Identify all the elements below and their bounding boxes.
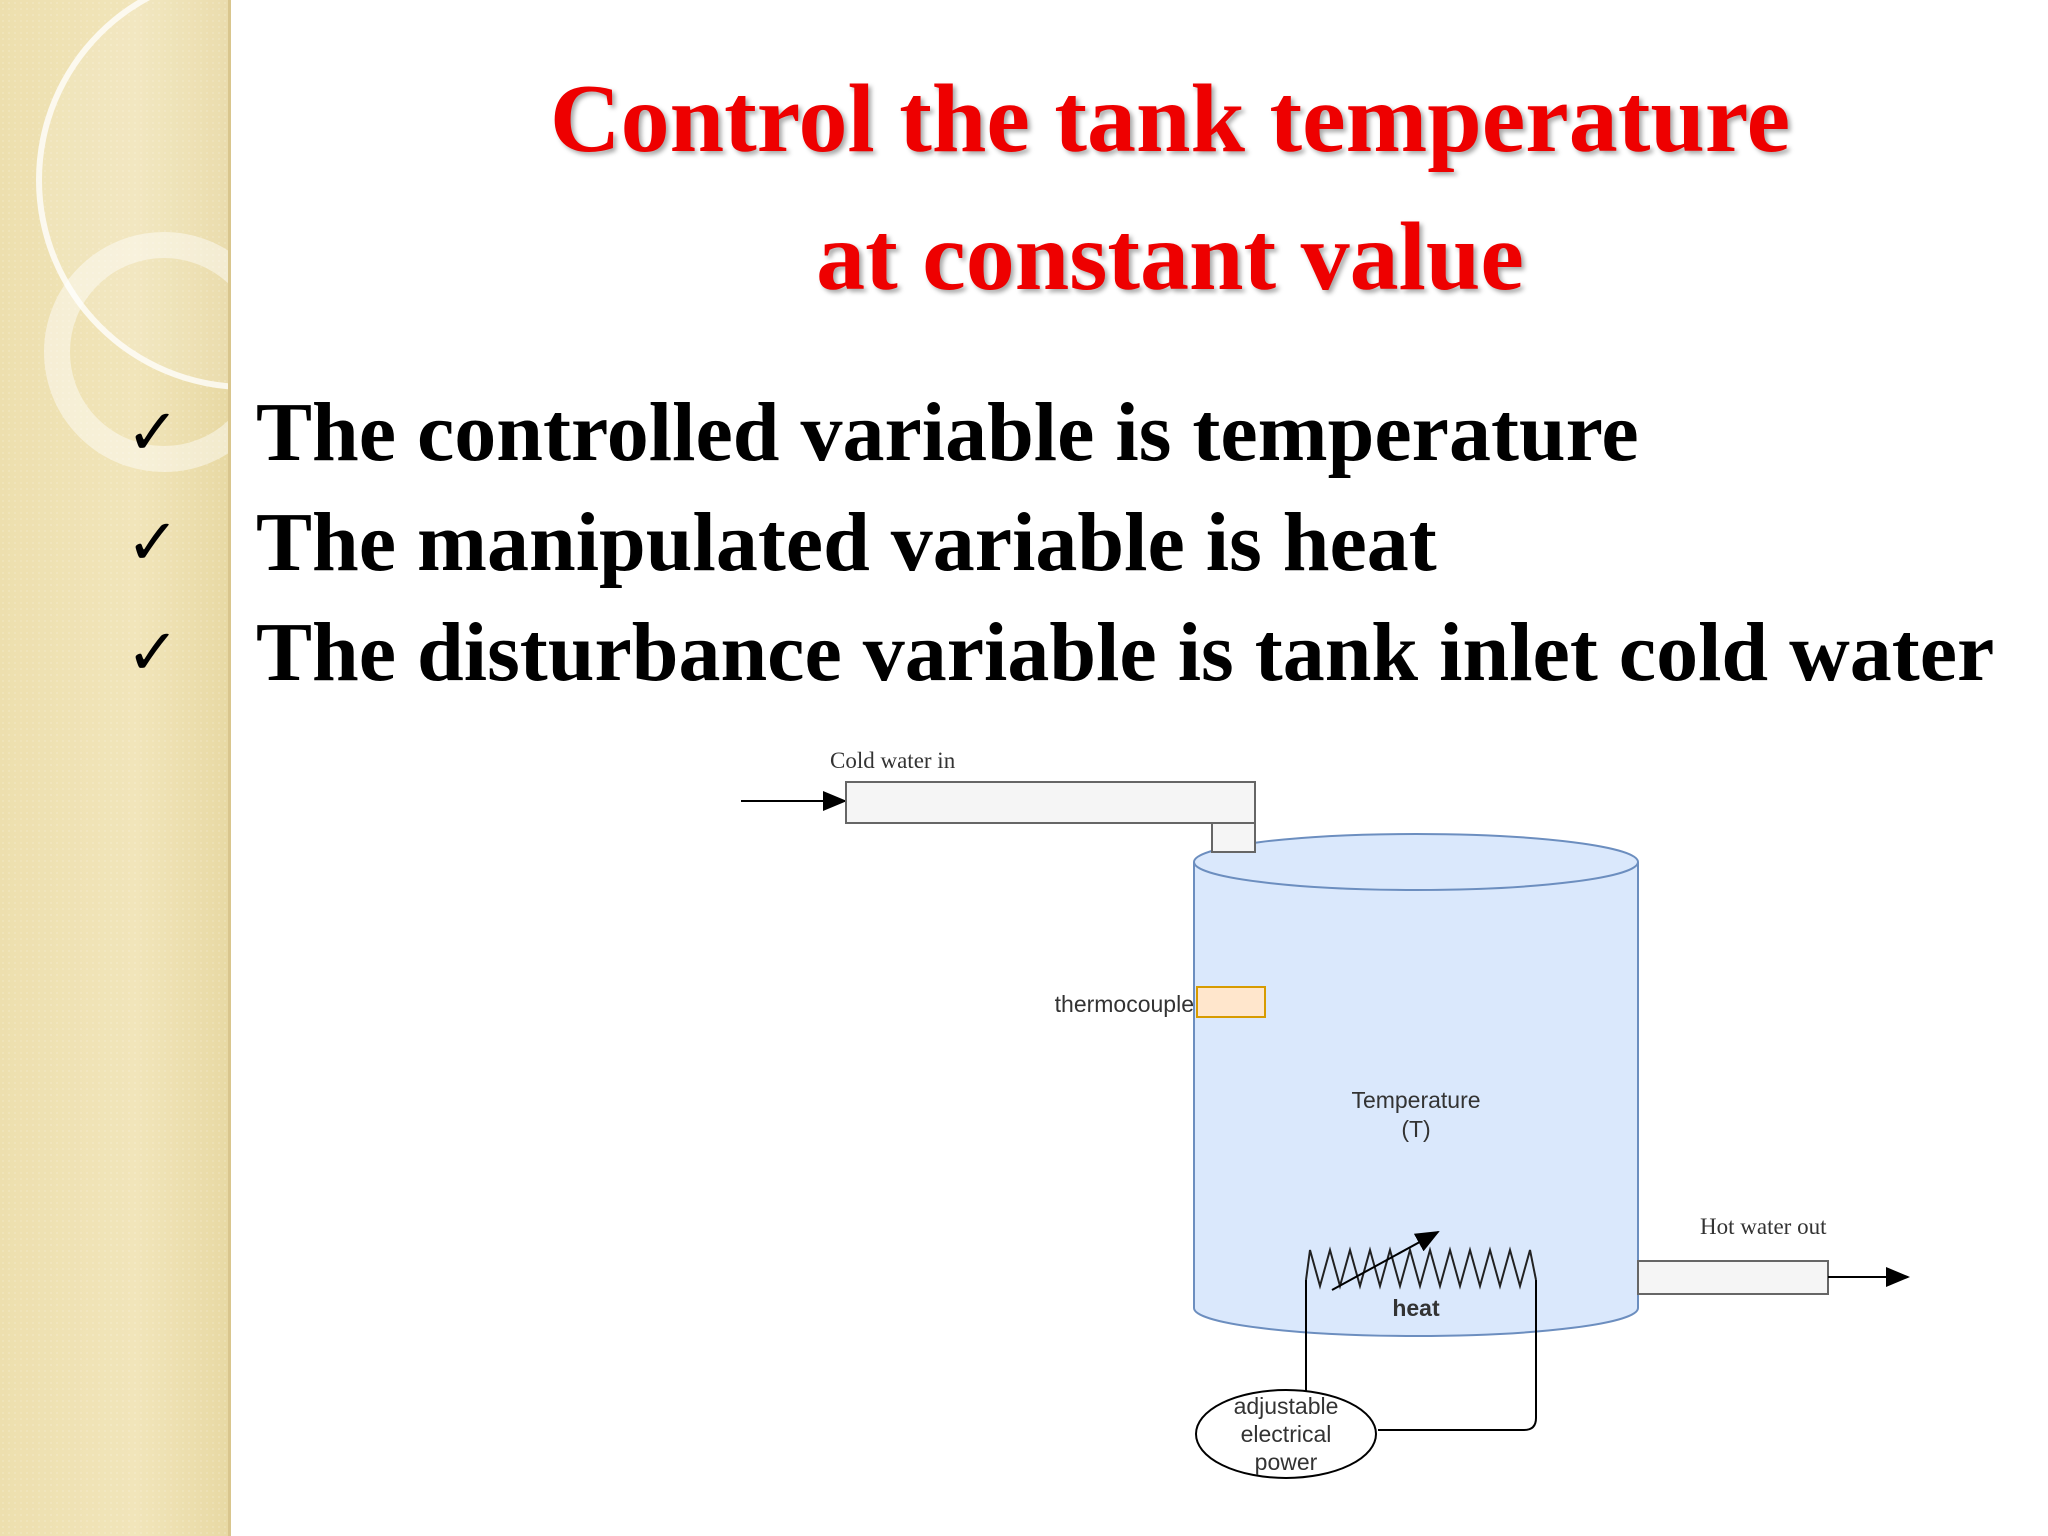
checkmark-icon: ✓ bbox=[126, 616, 180, 690]
inlet-pipe-end bbox=[1211, 822, 1256, 853]
tank-body bbox=[1193, 862, 1639, 1337]
bullet-item-disturbance: ✓ The disturbance variable is tank inlet… bbox=[120, 598, 2000, 708]
power-source bbox=[1195, 1389, 1377, 1479]
heater-label: heat bbox=[1392, 1295, 1440, 1321]
decorative-sidebar bbox=[0, 0, 228, 1536]
bullet-item-manipulated: ✓ The manipulated variable is heat bbox=[120, 488, 2000, 598]
inlet-pipe bbox=[845, 781, 1256, 853]
slide-title-line-1: Control the tank temperature bbox=[549, 65, 1791, 173]
bullet-text: The controlled variable is temperature bbox=[256, 386, 1639, 479]
bullet-list: ✓ The controlled variable is temperature… bbox=[120, 378, 2000, 708]
power-wire-right bbox=[1378, 1280, 1537, 1431]
power-label-line-1: adjustable bbox=[1234, 1393, 1339, 1419]
outlet-pipe bbox=[1637, 1260, 1829, 1295]
slide-title: Control the tank temperature at constant… bbox=[300, 50, 2040, 326]
bullet-text: The manipulated variable is heat bbox=[256, 496, 1437, 589]
checkmark-icon: ✓ bbox=[126, 506, 180, 580]
tank-label-line-1: Temperature bbox=[1351, 1087, 1480, 1113]
inlet-label: Cold water in bbox=[830, 748, 956, 773]
tank-label-line-2: (T) bbox=[1401, 1116, 1430, 1142]
sidebar-border bbox=[228, 0, 231, 1536]
tank-top bbox=[1193, 833, 1639, 891]
bullet-item-controlled: ✓ The controlled variable is temperature bbox=[120, 378, 2000, 488]
bullet-text: The disturbance variable is tank inlet c… bbox=[256, 606, 1995, 699]
power-label-line-2: electrical bbox=[1241, 1421, 1332, 1447]
checkmark-icon: ✓ bbox=[126, 396, 180, 470]
thermocouple-sensor bbox=[1196, 986, 1266, 1018]
thermocouple-label: thermocouple bbox=[1055, 991, 1194, 1017]
power-label-line-3: power bbox=[1255, 1449, 1318, 1475]
variable-arrow-icon bbox=[1331, 1231, 1440, 1291]
outlet-label: Hot water out bbox=[1700, 1214, 1827, 1239]
slide-title-line-2: at constant value bbox=[816, 203, 1524, 311]
